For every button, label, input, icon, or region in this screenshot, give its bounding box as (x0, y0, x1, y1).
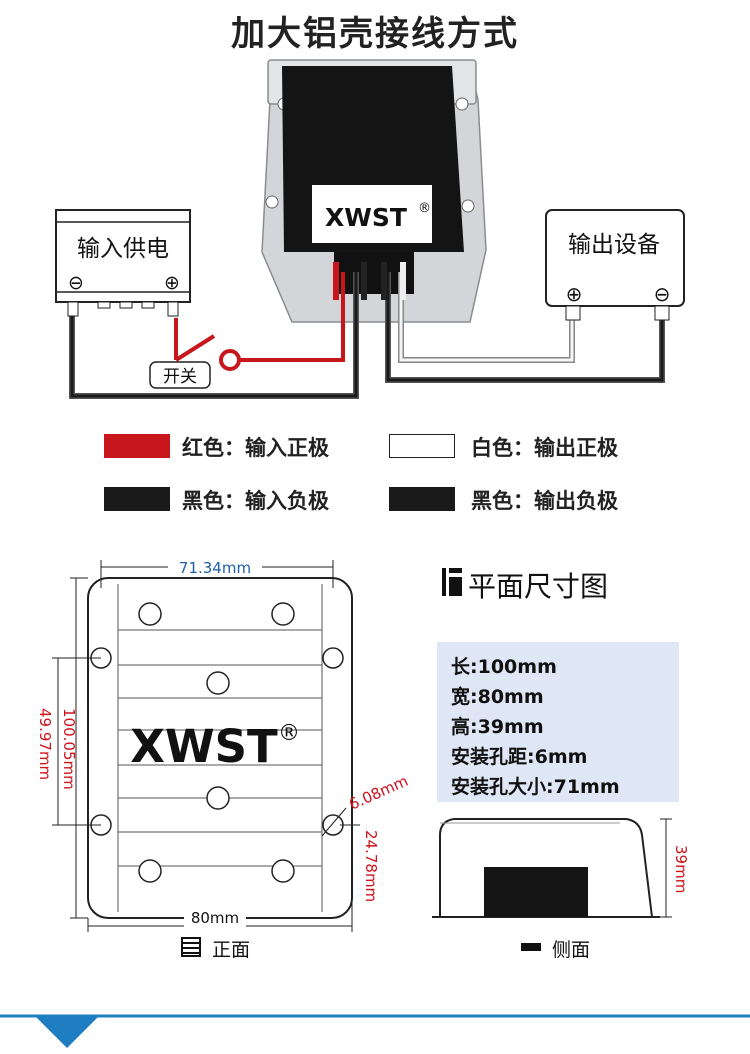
dim-left-inner: 100.05mm (60, 708, 78, 790)
svg-text:®: ® (418, 201, 431, 216)
plus-icon: ⊕ (566, 282, 583, 306)
dim-right: 24.78mm (362, 830, 380, 902)
side-view-label: 侧面 (552, 939, 591, 961)
plan-title: 平面尺寸图 (468, 570, 609, 603)
plan-brand: XWST (130, 720, 278, 773)
output-box-label: 输出设备 (568, 232, 660, 258)
front-view-drawing: XWST ® 71.34mm 80mm 49.97mm 100.05mm 6.0… (36, 556, 411, 932)
spec-width: 宽:80mm (451, 686, 544, 708)
mount-hole (138, 602, 162, 626)
switch-label: 开关 (163, 367, 197, 387)
legend-label-white: 白色：输出正极 (471, 436, 618, 460)
spec-length: 长:100mm (451, 656, 557, 678)
dim-bottom: 80mm (191, 909, 239, 927)
mount-hole (206, 671, 230, 695)
mount-hole (271, 602, 295, 626)
wiring-diagram: XWST ® 开关 输入供电 ⊖ ⊕ (55, 59, 685, 399)
side-view-drawing: 39mm (432, 818, 690, 918)
spec-hole-size: 安装孔大小:71mm (451, 776, 620, 798)
accent-arrow (36, 1017, 98, 1048)
dim-left-outer: 49.97mm (36, 708, 54, 780)
mount-hole (206, 786, 230, 810)
svg-text:®: ® (278, 721, 300, 746)
plus-icon: ⊕ (164, 272, 180, 294)
front-view-label: 正面 (212, 939, 251, 961)
legend-label-red: 红色：输入正极 (182, 436, 329, 460)
input-power-box: 输入供电 ⊖ ⊕ (55, 209, 191, 317)
device-brand: XWST (325, 203, 407, 232)
legend-label-black-output: 黑色：输出负极 (471, 489, 618, 513)
ruler-icon (442, 568, 462, 596)
side-view-icon (521, 943, 541, 951)
bottom-accent-bar (0, 1014, 750, 1048)
mount-hole (271, 859, 295, 883)
mount-hole (322, 647, 344, 669)
legend-swatch-white (389, 434, 455, 458)
minus-icon: ⊖ (68, 272, 84, 294)
legend-swatch-black-input (104, 487, 170, 511)
wires (69, 262, 665, 399)
output-device-box: 输出设备 ⊕ ⊖ (545, 209, 685, 321)
minus-icon: ⊖ (654, 282, 671, 306)
mount-hole (138, 859, 162, 883)
side-height: 39mm (672, 845, 690, 893)
front-view-icon (181, 937, 201, 957)
spec-hole-distance: 安装孔距:6mm (451, 746, 588, 768)
page-title: 加大铝壳接线方式 (231, 14, 519, 54)
specs-panel: 长:100mm 宽:80mm 高:39mm 安装孔距:6mm 安装孔大小:71m… (437, 642, 679, 802)
legend-label-black-input: 黑色：输入负极 (182, 489, 329, 513)
input-box-label: 输入供电 (77, 236, 169, 262)
switch: 开关 (149, 318, 241, 389)
converter-device: XWST ® (261, 59, 487, 323)
legend-swatch-red (104, 434, 170, 458)
legend-swatch-black-output (389, 487, 455, 511)
dim-hole: 6.08mm (346, 772, 411, 814)
spec-height: 高:39mm (451, 716, 544, 738)
dim-top: 71.34mm (179, 559, 251, 577)
